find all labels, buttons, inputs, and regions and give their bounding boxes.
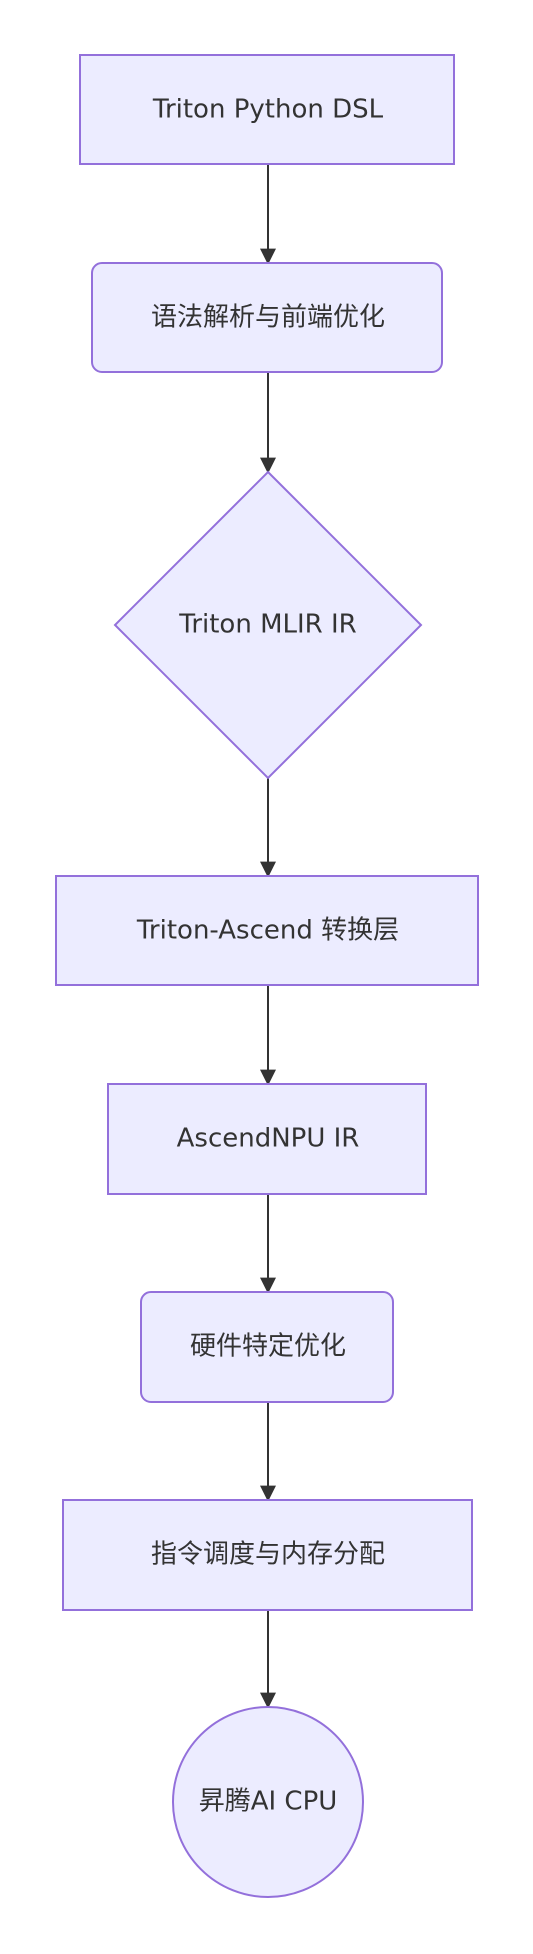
node-scheduling-memory: 指令调度与内存分配 xyxy=(62,1499,473,1611)
node-shape-rounded-rect xyxy=(140,1291,394,1403)
node-shape-rect xyxy=(107,1083,427,1195)
node-shape-rect xyxy=(79,54,455,165)
node-shape-rounded-rect xyxy=(91,262,443,373)
node-triton-ascend-layer: Triton-Ascend 转换层 xyxy=(55,875,479,986)
node-triton-mlir-ir: Triton MLIR IR xyxy=(113,470,423,780)
node-label: 指令调度与内存分配 xyxy=(151,1540,385,1570)
node-label: Triton-Ascend 转换层 xyxy=(136,916,399,946)
node-shape-rect xyxy=(62,1499,473,1611)
node-hardware-optimization: 硬件特定优化 xyxy=(140,1291,394,1403)
node-label: Triton Python DSL xyxy=(152,95,384,125)
node-label: 昇腾AI CPU xyxy=(199,1787,338,1817)
node-shape-diamond xyxy=(113,470,423,780)
node-shape-rect xyxy=(55,875,479,986)
node-label: AscendNPU IR xyxy=(177,1124,360,1154)
node-frontend-optimization: 语法解析与前端优化 xyxy=(91,262,443,373)
node-label: 语法解析与前端优化 xyxy=(151,303,385,333)
node-triton-python-dsl: Triton Python DSL xyxy=(79,54,455,165)
node-shape-circle xyxy=(172,1706,364,1898)
node-label: 硬件特定优化 xyxy=(190,1332,346,1362)
node-ascendnpu-ir: AscendNPU IR xyxy=(107,1083,427,1195)
node-ascend-ai-cpu: 昇腾AI CPU xyxy=(172,1706,364,1898)
node-label: Triton MLIR IR xyxy=(178,610,356,640)
